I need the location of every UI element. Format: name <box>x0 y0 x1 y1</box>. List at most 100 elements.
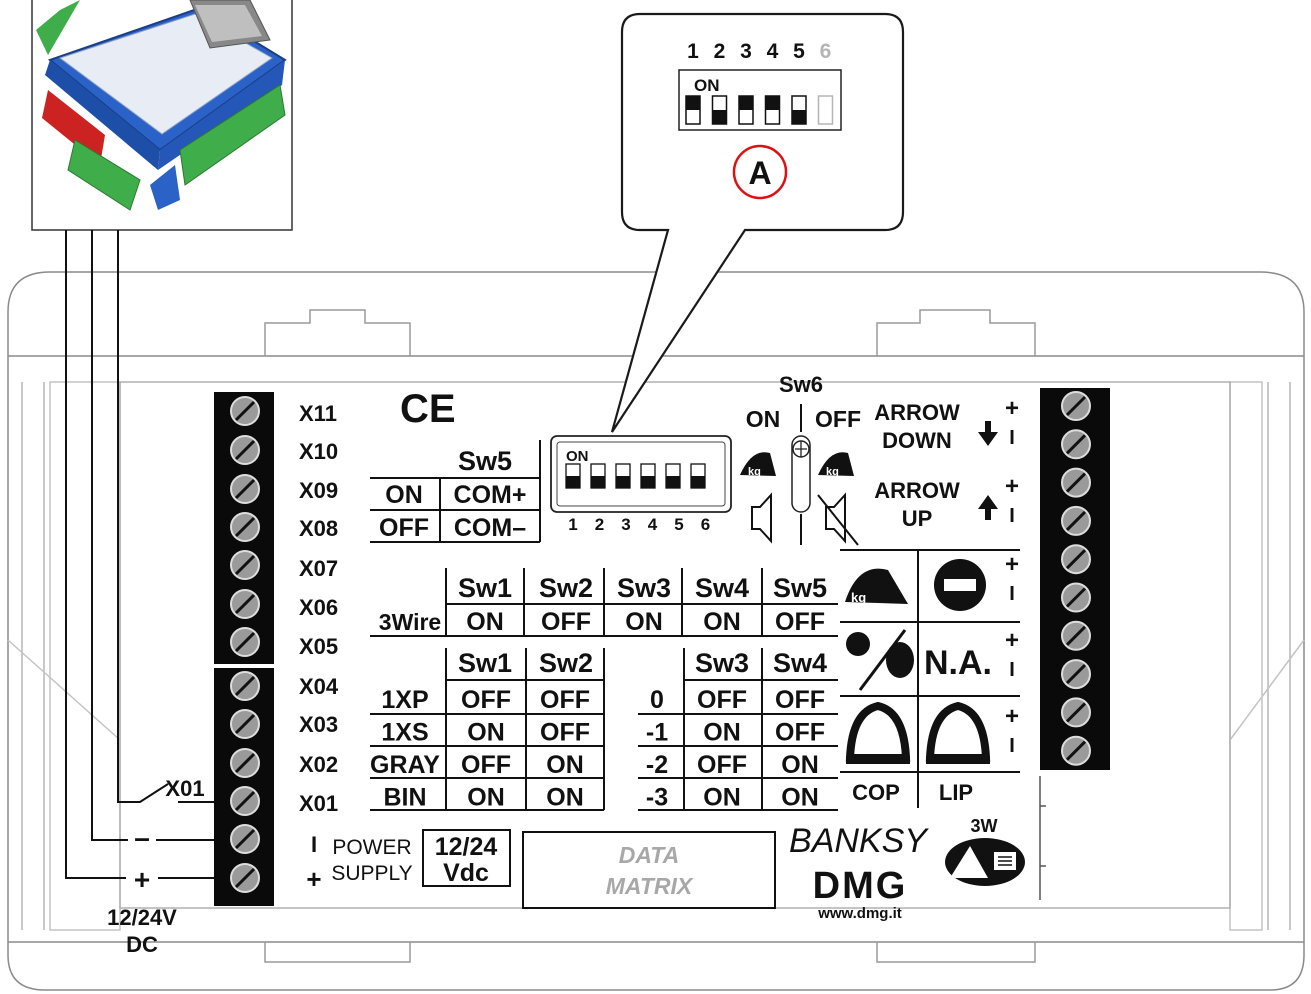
callout-marker-label: A <box>748 155 771 191</box>
code-row-sw2: OFF <box>540 686 590 714</box>
overload-icon: kg <box>845 568 908 605</box>
offset-row-label: 0 <box>650 686 664 714</box>
code-row-label: BIN <box>383 784 426 812</box>
callout-dip-body <box>678 69 842 131</box>
na-label: N.A. <box>924 644 992 682</box>
dip-number: 6 <box>701 515 710 534</box>
dip-number: 4 <box>648 515 658 534</box>
offset-row-sw4: ON <box>781 751 819 779</box>
callout-marker-circle <box>732 144 788 200</box>
data-matrix-line2: MATRIX <box>606 873 694 899</box>
code-header-sw1: Sw1 <box>458 648 512 678</box>
wiring-plus: + <box>134 864 150 895</box>
dip-number: 1 <box>568 515 577 534</box>
data-matrix-box: DATA MATRIX <box>522 831 776 909</box>
offset-row-sw4: ON <box>781 784 819 812</box>
callout-switch-lever <box>817 95 834 125</box>
offset-header-sw3: Sw3 <box>695 648 749 678</box>
plus-mark: + <box>1005 395 1019 422</box>
power-minus-sign: I <box>311 832 317 857</box>
arrow-down-line1: ARROW <box>874 400 960 425</box>
sw5-row-off-state: OFF <box>379 514 429 542</box>
three-w-logo-icon <box>945 838 1025 886</box>
power-label-line1: POWER <box>332 836 411 859</box>
arrow-up-icon <box>978 495 998 520</box>
svg-text:kg: kg <box>826 466 839 478</box>
terminal-label: X05 <box>299 634 338 659</box>
offset-header-sw4: Sw4 <box>773 648 827 678</box>
callout-number: 5 <box>793 40 805 63</box>
code-row-sw1: ON <box>467 784 505 812</box>
left-terminal-block <box>214 392 274 906</box>
arrow-down-line2: DOWN <box>882 428 952 453</box>
terminal-label: X01 <box>299 791 338 816</box>
supply-voltage-line2: DC <box>126 932 158 957</box>
three-wire-header: Sw5 <box>773 573 827 603</box>
speaker-icon <box>751 492 772 544</box>
overload-icon: kg <box>740 452 776 478</box>
three-wire-value: OFF <box>541 608 591 636</box>
bell-icon <box>845 701 911 764</box>
terminal-label: X02 <box>299 752 338 777</box>
three-wire-header: Sw2 <box>539 573 593 603</box>
code-row-label: 1XP <box>381 686 428 714</box>
website-url: www.dmg.it <box>817 905 902 922</box>
external-wiring <box>65 230 214 879</box>
output-grid: ARROW DOWN ARROW UP kg N.A. COP L <box>840 395 1020 808</box>
sw5-row-on-state: ON <box>385 481 423 509</box>
callout-on-label: ON <box>694 76 720 95</box>
switch-label: X01 <box>165 776 204 801</box>
code-row-sw1: ON <box>467 719 505 747</box>
offset-row-sw3: ON <box>703 719 741 747</box>
sw6-off: OFF <box>815 406 861 432</box>
three-wire-header: Sw4 <box>695 573 749 603</box>
plus-mark: + <box>1005 551 1019 578</box>
speaker-muted-icon <box>817 492 859 546</box>
plus-mark: + <box>1005 703 1019 730</box>
onboard-dip-on-label: ON <box>566 448 589 465</box>
three-w-label: 3W <box>971 816 998 836</box>
code-header-sw2: Sw2 <box>539 648 593 678</box>
minus-mark: I <box>1009 427 1015 449</box>
callout-number: 4 <box>767 40 779 63</box>
minus-mark: I <box>1009 505 1015 527</box>
banksy-logo: BANKSY <box>789 822 929 860</box>
callout-switch-levers <box>685 95 834 125</box>
code-row-sw2: OFF <box>540 719 590 747</box>
callout-number: 2 <box>714 40 726 63</box>
plus-mark: + <box>1005 473 1019 500</box>
branding: BANKSY DMG www.dmg.it 3W <box>789 816 1025 922</box>
wiring-minus: – <box>134 822 150 853</box>
three-wire-value: ON <box>625 608 663 636</box>
wire-minus <box>91 230 214 841</box>
offset-row-label: -2 <box>646 751 668 779</box>
sw5-header: Sw5 <box>458 446 512 476</box>
cop-label: COP <box>852 780 900 805</box>
dip-number: 5 <box>674 515 683 534</box>
plus-mark: + <box>1005 627 1019 654</box>
callout-number: 6 <box>820 40 832 63</box>
three-wire-value: ON <box>703 608 741 636</box>
svg-text:kg: kg <box>851 590 866 605</box>
sw6-title: Sw6 <box>779 372 823 397</box>
offset-row-sw4: OFF <box>775 686 825 714</box>
power-voltage-line2: Vdc <box>443 859 489 887</box>
right-terminal-block <box>1040 388 1110 770</box>
offset-row-sw3: OFF <box>697 686 747 714</box>
sw6-section: Sw6 ON OFF kg kg <box>740 372 861 546</box>
arrow-down-icon <box>978 421 998 446</box>
callout-number: 3 <box>740 40 752 63</box>
wire-switch <box>117 230 169 803</box>
three-wire-value: OFF <box>775 608 825 636</box>
sw5-row-on-function: COM+ <box>454 481 527 509</box>
sw6-on: ON <box>746 406 781 432</box>
arrow-up-line2: UP <box>902 506 933 531</box>
data-matrix-line1: DATA <box>619 842 679 868</box>
dmg-logo: DMG <box>813 865 908 907</box>
sw5-table: Sw5 ON COM+ OFF COM– <box>370 440 541 543</box>
